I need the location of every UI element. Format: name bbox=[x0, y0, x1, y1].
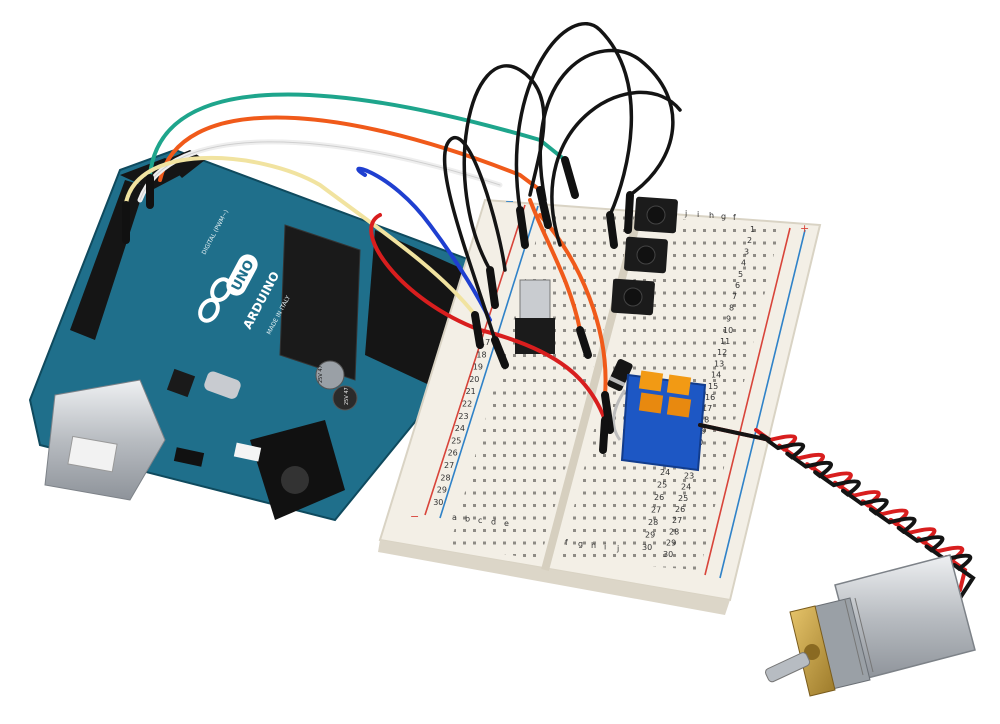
row-number-left-label: 28 bbox=[440, 473, 450, 482]
rail-blue-right bbox=[719, 229, 806, 579]
column-letter-right: i bbox=[604, 543, 606, 552]
row-number-right-label: 25 bbox=[657, 481, 667, 490]
row-number-left-label: 26 bbox=[448, 449, 458, 458]
row-number-left-label: 18 bbox=[476, 350, 486, 359]
row-number-left-label: 22 bbox=[462, 400, 472, 409]
dc-motor-icon bbox=[765, 554, 976, 697]
rail-red-left bbox=[424, 204, 526, 516]
cap-label-2: 25V 47 bbox=[344, 387, 350, 405]
top-column-letter: h bbox=[709, 211, 714, 220]
wire-black-loop-2 bbox=[514, 22, 634, 217]
cap-label-1: 25V 47 bbox=[318, 365, 324, 383]
row-number-label: 26 bbox=[675, 505, 685, 514]
row-number-right-label: 24 bbox=[660, 468, 670, 477]
rail-plus-label: + bbox=[800, 222, 809, 235]
row-number-label: 7 bbox=[732, 292, 737, 301]
jumper-wires bbox=[122, 22, 682, 454]
column-letter-left: d bbox=[491, 518, 496, 527]
row-number-label: 10 bbox=[723, 326, 733, 335]
rail-minus-label-bottom: − bbox=[410, 510, 419, 523]
row-number-left-label: 30 bbox=[433, 498, 443, 507]
wire-orange-short bbox=[528, 198, 582, 332]
top-column-letter: g bbox=[721, 212, 726, 221]
column-letter-right: f bbox=[565, 538, 568, 547]
row-number-label: 11 bbox=[720, 337, 730, 346]
top-column-letter: f bbox=[733, 213, 736, 222]
row-number-label: 15 bbox=[708, 382, 718, 391]
row-number-label: 6 bbox=[735, 281, 740, 290]
row-number-left-label: 25 bbox=[451, 436, 461, 445]
row-number-right-label: 26 bbox=[654, 493, 664, 502]
row-number-left-label: 23 bbox=[458, 412, 468, 421]
row-number-left-label: 24 bbox=[455, 424, 465, 433]
row-number-label: 8 bbox=[729, 303, 734, 312]
arduino-uno-board: UNO ARDUINO MADE IN ITALY DIGITAL (PWM~)… bbox=[28, 148, 472, 522]
usb-port bbox=[44, 379, 166, 501]
capacitor-2 bbox=[332, 385, 358, 411]
wire-yellow bbox=[123, 155, 477, 317]
row-numbers-left: 17 18 19 20 21 22 23 24 25 26 27 28 29 30 bbox=[433, 338, 490, 507]
motor-leads bbox=[698, 423, 976, 600]
column-letter-left: a bbox=[452, 513, 457, 522]
row-number-label: 3 bbox=[744, 247, 749, 256]
row-number-label: 4 bbox=[741, 259, 746, 268]
row-number-label: 28 bbox=[669, 527, 679, 536]
wire-teal bbox=[148, 92, 567, 177]
row-number-right-label: 28 bbox=[648, 518, 658, 527]
row-number-left-label: 19 bbox=[473, 363, 483, 372]
top-column-letter: i bbox=[697, 210, 699, 219]
rail-red-right bbox=[704, 227, 791, 576]
rail-minus-label: − bbox=[505, 195, 514, 208]
row-number-label: 30 bbox=[663, 550, 673, 559]
column-letter-left: b bbox=[465, 515, 470, 524]
row-number-left-label: 21 bbox=[466, 387, 476, 396]
row-number-label: 9 bbox=[726, 315, 731, 324]
row-number-label: 17 bbox=[702, 404, 712, 413]
row-number-label: 5 bbox=[738, 270, 743, 279]
row-number-label: 16 bbox=[705, 393, 715, 402]
terminal-block bbox=[620, 370, 707, 472]
row-number-left-label: 17 bbox=[480, 338, 490, 347]
row-number-left-label: 20 bbox=[469, 375, 479, 384]
arduino-logo-icon bbox=[198, 277, 232, 323]
column-letter-right: j bbox=[616, 544, 619, 553]
row-number-left-label: 27 bbox=[444, 461, 454, 470]
transistor bbox=[515, 279, 555, 354]
row-number-label: 12 bbox=[717, 348, 727, 357]
wire-blue bbox=[356, 166, 492, 322]
wire-black-loop-4 bbox=[442, 135, 507, 342]
capacitor-1 bbox=[315, 360, 345, 390]
row-number-label: 14 bbox=[711, 371, 721, 380]
row-number-label: 2 bbox=[747, 236, 752, 245]
crystal bbox=[204, 371, 241, 399]
column-letter-right: h bbox=[591, 541, 596, 550]
rail-blue-left bbox=[439, 205, 539, 519]
column-letter-left: c bbox=[478, 516, 482, 525]
atmega-chip bbox=[279, 224, 361, 381]
row-number-label: 25 bbox=[678, 494, 688, 503]
row-number-label: 27 bbox=[672, 516, 682, 525]
wire-orange-long bbox=[538, 213, 608, 397]
row-number-label: 13 bbox=[714, 359, 724, 368]
row-number-label: 23 bbox=[684, 471, 694, 480]
row-number-left-label: 29 bbox=[437, 486, 447, 495]
row-number-right-label: 29 bbox=[645, 531, 655, 540]
column-letter-right: g bbox=[578, 540, 583, 549]
row-number-right-label: 27 bbox=[651, 506, 661, 515]
row-number-label: 29 bbox=[666, 539, 676, 548]
top-column-letter: j bbox=[684, 209, 687, 218]
row-number-label: 1 bbox=[750, 225, 755, 234]
diode bbox=[607, 359, 633, 441]
wire-black-loop-3 bbox=[538, 48, 675, 202]
push-button-icon bbox=[611, 196, 678, 316]
row-number-right-label: 30 bbox=[642, 543, 652, 552]
row-numbers-right: 24 25 26 27 28 29 30 bbox=[642, 468, 670, 552]
motor-shaft bbox=[765, 652, 811, 683]
row-number-label: 18 bbox=[699, 415, 709, 424]
column-letter-left: e bbox=[504, 519, 509, 528]
row-number-label: 24 bbox=[681, 483, 691, 492]
